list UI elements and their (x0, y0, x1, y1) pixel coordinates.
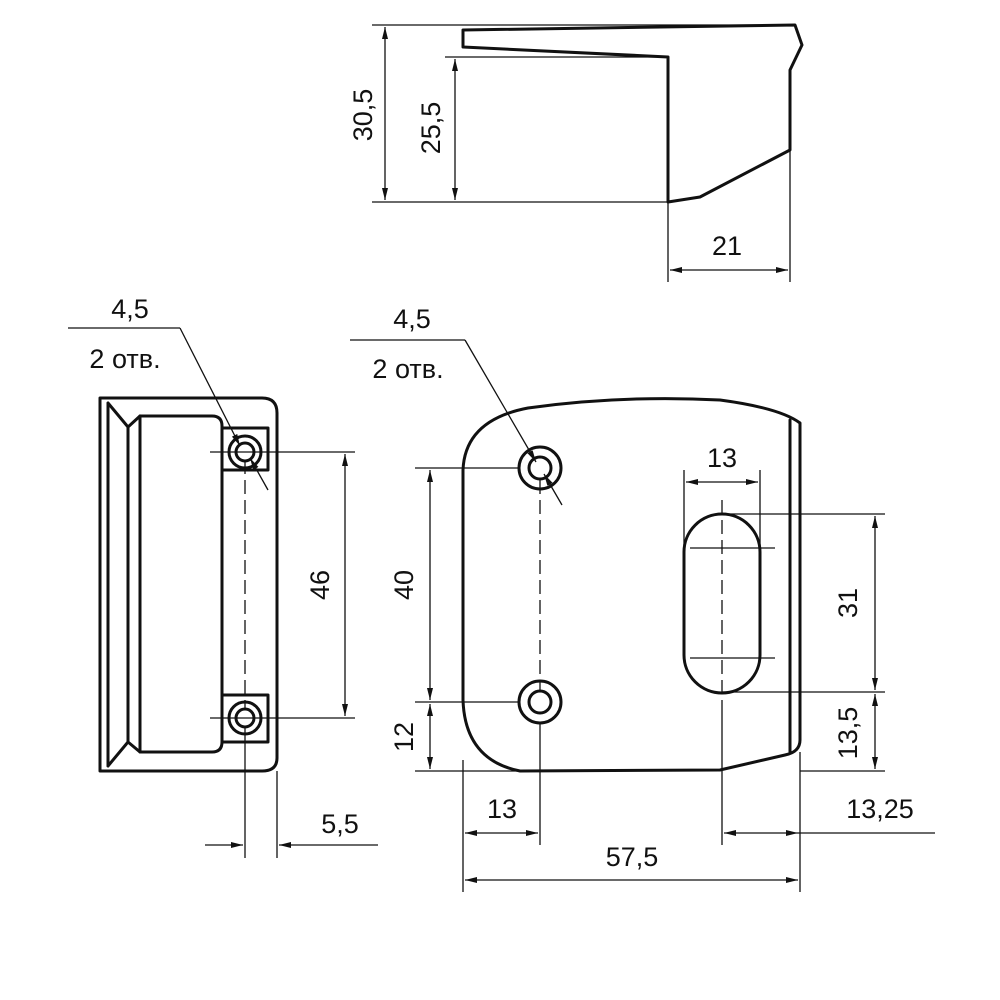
dim-slot-bottom-offset: 13,5 (833, 707, 863, 760)
dim-hole-diameter: 4,5 (393, 304, 431, 334)
dim-hole-side-offset: 13 (487, 794, 517, 824)
top-view: 30,5 25,5 21 (348, 23, 804, 282)
leader-line (249, 457, 269, 491)
dim-hole-bottom-offset: 12 (389, 722, 419, 752)
dim-slot-length: 31 (833, 588, 863, 618)
dim-depth: 21 (712, 231, 742, 261)
dim-hole-spacing: 40 (389, 570, 419, 600)
dim-hole-diameter: 4,5 (111, 294, 149, 324)
dim-hole-count: 2 отв. (89, 344, 160, 374)
dim-height-overall: 30,5 (348, 89, 378, 142)
dim-height-inner: 25,5 (416, 102, 446, 155)
dim-slot-width: 13 (707, 443, 737, 473)
side-view-recess (138, 414, 224, 754)
side-view-flange (106, 401, 142, 768)
front-view-outline (461, 397, 802, 773)
dim-hole-spacing: 46 (305, 570, 335, 600)
leader-line (464, 339, 537, 463)
top-view-outline (461, 23, 804, 204)
side-view-outline (98, 396, 279, 773)
dim-slot-side-offset: 13,25 (846, 794, 914, 824)
dim-hole-count: 2 отв. (372, 354, 443, 384)
leader-line (179, 327, 241, 447)
side-view: 4,5 2 отв. 46 5,5 (68, 294, 378, 858)
front-view: 4,5 2 отв. 40 12 13 31 13,5 13 13,25 57,… (350, 304, 935, 892)
dim-hole-offset: 5,5 (321, 809, 359, 839)
leader-line (543, 473, 563, 506)
dim-overall-width: 57,5 (606, 842, 659, 872)
